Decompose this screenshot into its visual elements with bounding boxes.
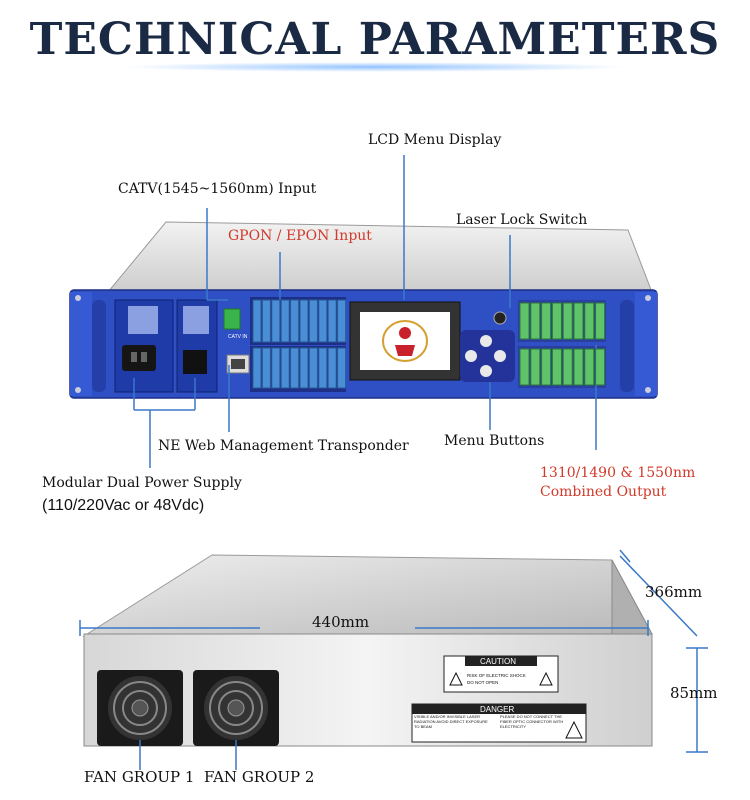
gpon-input-port xyxy=(308,299,318,343)
height-dimension-label: 85mm xyxy=(670,684,718,702)
up-button xyxy=(480,335,492,347)
gpon-input-port xyxy=(271,299,281,343)
ne-web-management-label: NE Web Management Transponder xyxy=(158,438,409,454)
menu-button xyxy=(465,350,477,362)
width-dimension-label: 440mm xyxy=(312,613,370,631)
combined-output-port xyxy=(562,348,573,386)
menu-button-panel xyxy=(460,330,515,382)
combined-output-port xyxy=(573,302,584,340)
front-unit-top-cover xyxy=(106,221,656,301)
gpon-input-port xyxy=(280,299,290,343)
right-handle xyxy=(620,300,634,392)
combined-output-port xyxy=(562,302,573,340)
gpon-input-port xyxy=(318,347,328,389)
fan-group-2-label: FAN GROUP 2 xyxy=(204,768,315,786)
right-rack-ear xyxy=(635,292,657,396)
gpon-input-port xyxy=(337,347,347,389)
power-supply-label-line1: Modular Dual Power Supply xyxy=(42,475,242,491)
power-module-2-vents xyxy=(183,306,209,334)
caution-title: CAUTION xyxy=(480,657,516,666)
gpon-input-port xyxy=(299,299,309,343)
laser-lock-switch-label: Laser Lock Switch xyxy=(456,212,588,228)
danger-left-text: VISIBLE AND/OR INVISIBLE LASER RADIATION… xyxy=(414,714,488,729)
gpon-input-port xyxy=(327,347,337,389)
gpon-input-port xyxy=(290,347,300,389)
title-glow xyxy=(120,62,630,72)
menu-buttons-label: Menu Buttons xyxy=(444,433,545,449)
combined-output-port xyxy=(530,348,541,386)
danger-title: DANGER xyxy=(480,705,514,714)
gpon-input-port xyxy=(327,299,337,343)
power-module-1-vents xyxy=(128,306,158,334)
catv-in-label: CATV IN xyxy=(228,334,248,340)
down-button xyxy=(480,365,492,377)
gpon-input-port xyxy=(337,299,347,343)
combined-output-port xyxy=(595,348,606,386)
combined-output-label-line1: 1310/1490 & 1550nm xyxy=(540,465,696,481)
combined-output-port xyxy=(551,348,562,386)
combined-output-port xyxy=(584,348,595,386)
lcd-menu-display-label: LCD Menu Display xyxy=(368,132,502,148)
gpon-input-port xyxy=(271,347,281,389)
left-handle xyxy=(92,300,106,392)
fan-group-2 xyxy=(193,670,279,746)
gpon-input-port xyxy=(290,299,300,343)
combined-output-port xyxy=(551,302,562,340)
ac-inlet xyxy=(122,345,156,371)
fan-group-1-label: FAN GROUP 1 xyxy=(84,768,195,786)
gpon-input-port xyxy=(252,299,262,343)
catv-input-port xyxy=(223,308,241,330)
gpon-input-port xyxy=(252,347,262,389)
gpon-input-port xyxy=(308,347,318,389)
laser-lock-switch xyxy=(493,311,507,325)
power-supply-label-line2: (110/220Vac or 48Vdc) xyxy=(42,497,205,514)
danger-right-text: PLEASE DO NOT CONNECT THE FIBER OPTIC CO… xyxy=(500,714,564,729)
danger-label: DANGER VISIBLE AND/OR INVISIBLE LASER RA… xyxy=(411,703,587,743)
combined-output-port xyxy=(519,348,530,386)
page-title: TECHNICAL PARAMETERS xyxy=(29,14,721,65)
gpon-input-port xyxy=(280,347,290,389)
caution-text-2: DO NOT OPEN xyxy=(467,680,498,685)
caution-text-1: RISK OF ELECTRIC SHOCK xyxy=(467,673,526,678)
fan-group-1 xyxy=(97,670,183,746)
combined-output-port xyxy=(573,348,584,386)
catv-input-label: CATV(1545~1560nm) Input xyxy=(118,181,317,197)
combined-output-port xyxy=(595,302,606,340)
callout-lines xyxy=(79,155,708,770)
enter-button xyxy=(494,350,506,362)
gpon-input-port xyxy=(299,347,309,389)
combined-output-port xyxy=(519,302,530,340)
left-rack-ear xyxy=(70,292,92,396)
gpon-input-port xyxy=(261,299,271,343)
combined-output-port xyxy=(541,348,552,386)
gpon-epon-input-label: GPON / EPON Input xyxy=(228,228,372,244)
gpon-input-port xyxy=(318,299,328,343)
combined-output-port xyxy=(584,302,595,340)
dc-terminal xyxy=(183,350,207,374)
combined-output-label-line2: Combined Output xyxy=(540,484,667,500)
gpon-input-port xyxy=(261,347,271,389)
depth-dimension-label: 366mm xyxy=(645,583,703,601)
caution-label: CAUTION RISK OF ELECTRIC SHOCK DO NOT OP… xyxy=(443,655,559,693)
combined-output-port xyxy=(530,302,541,340)
combined-output-port xyxy=(541,302,552,340)
